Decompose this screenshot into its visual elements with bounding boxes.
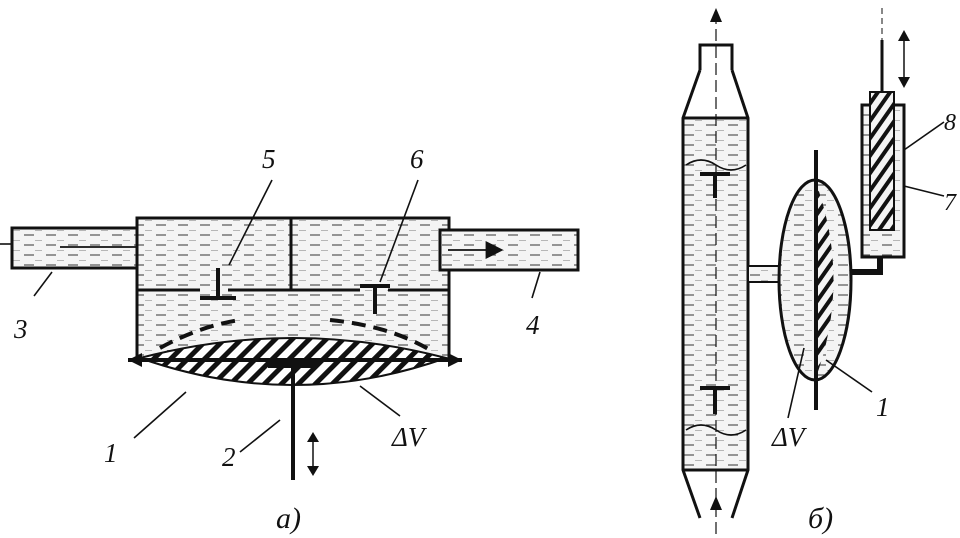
label-4: 4 (526, 310, 540, 340)
upper-valve (700, 172, 730, 198)
lower-valve (700, 386, 730, 414)
label-delta-v: ΔV (391, 422, 428, 452)
label-7: 7 (944, 190, 957, 216)
label-2: 2 (222, 442, 236, 472)
inlet-valve (200, 179, 273, 300)
outlet-valve (360, 179, 419, 314)
label-8: 8 (944, 110, 956, 136)
membrane-chamber (777, 150, 853, 410)
caption-a: а) (276, 502, 301, 535)
diagram-b: 8 7 1 ΔV б) (681, 8, 957, 538)
outlet-pipe (438, 228, 580, 272)
label-5: 5 (262, 144, 276, 174)
label-6: 6 (410, 144, 424, 174)
label-1-b: 1 (876, 392, 890, 422)
diagram-a: 5 6 3 4 1 2 ΔV а) (0, 144, 580, 535)
label-1: 1 (104, 438, 118, 468)
piston-cylinder (860, 8, 910, 259)
caption-b: б) (808, 502, 833, 535)
label-3: 3 (13, 314, 28, 344)
label-delta-v-b: ΔV (771, 422, 808, 452)
drive-rod (291, 366, 319, 480)
membrane (128, 318, 462, 386)
vertical-tube (681, 8, 750, 538)
